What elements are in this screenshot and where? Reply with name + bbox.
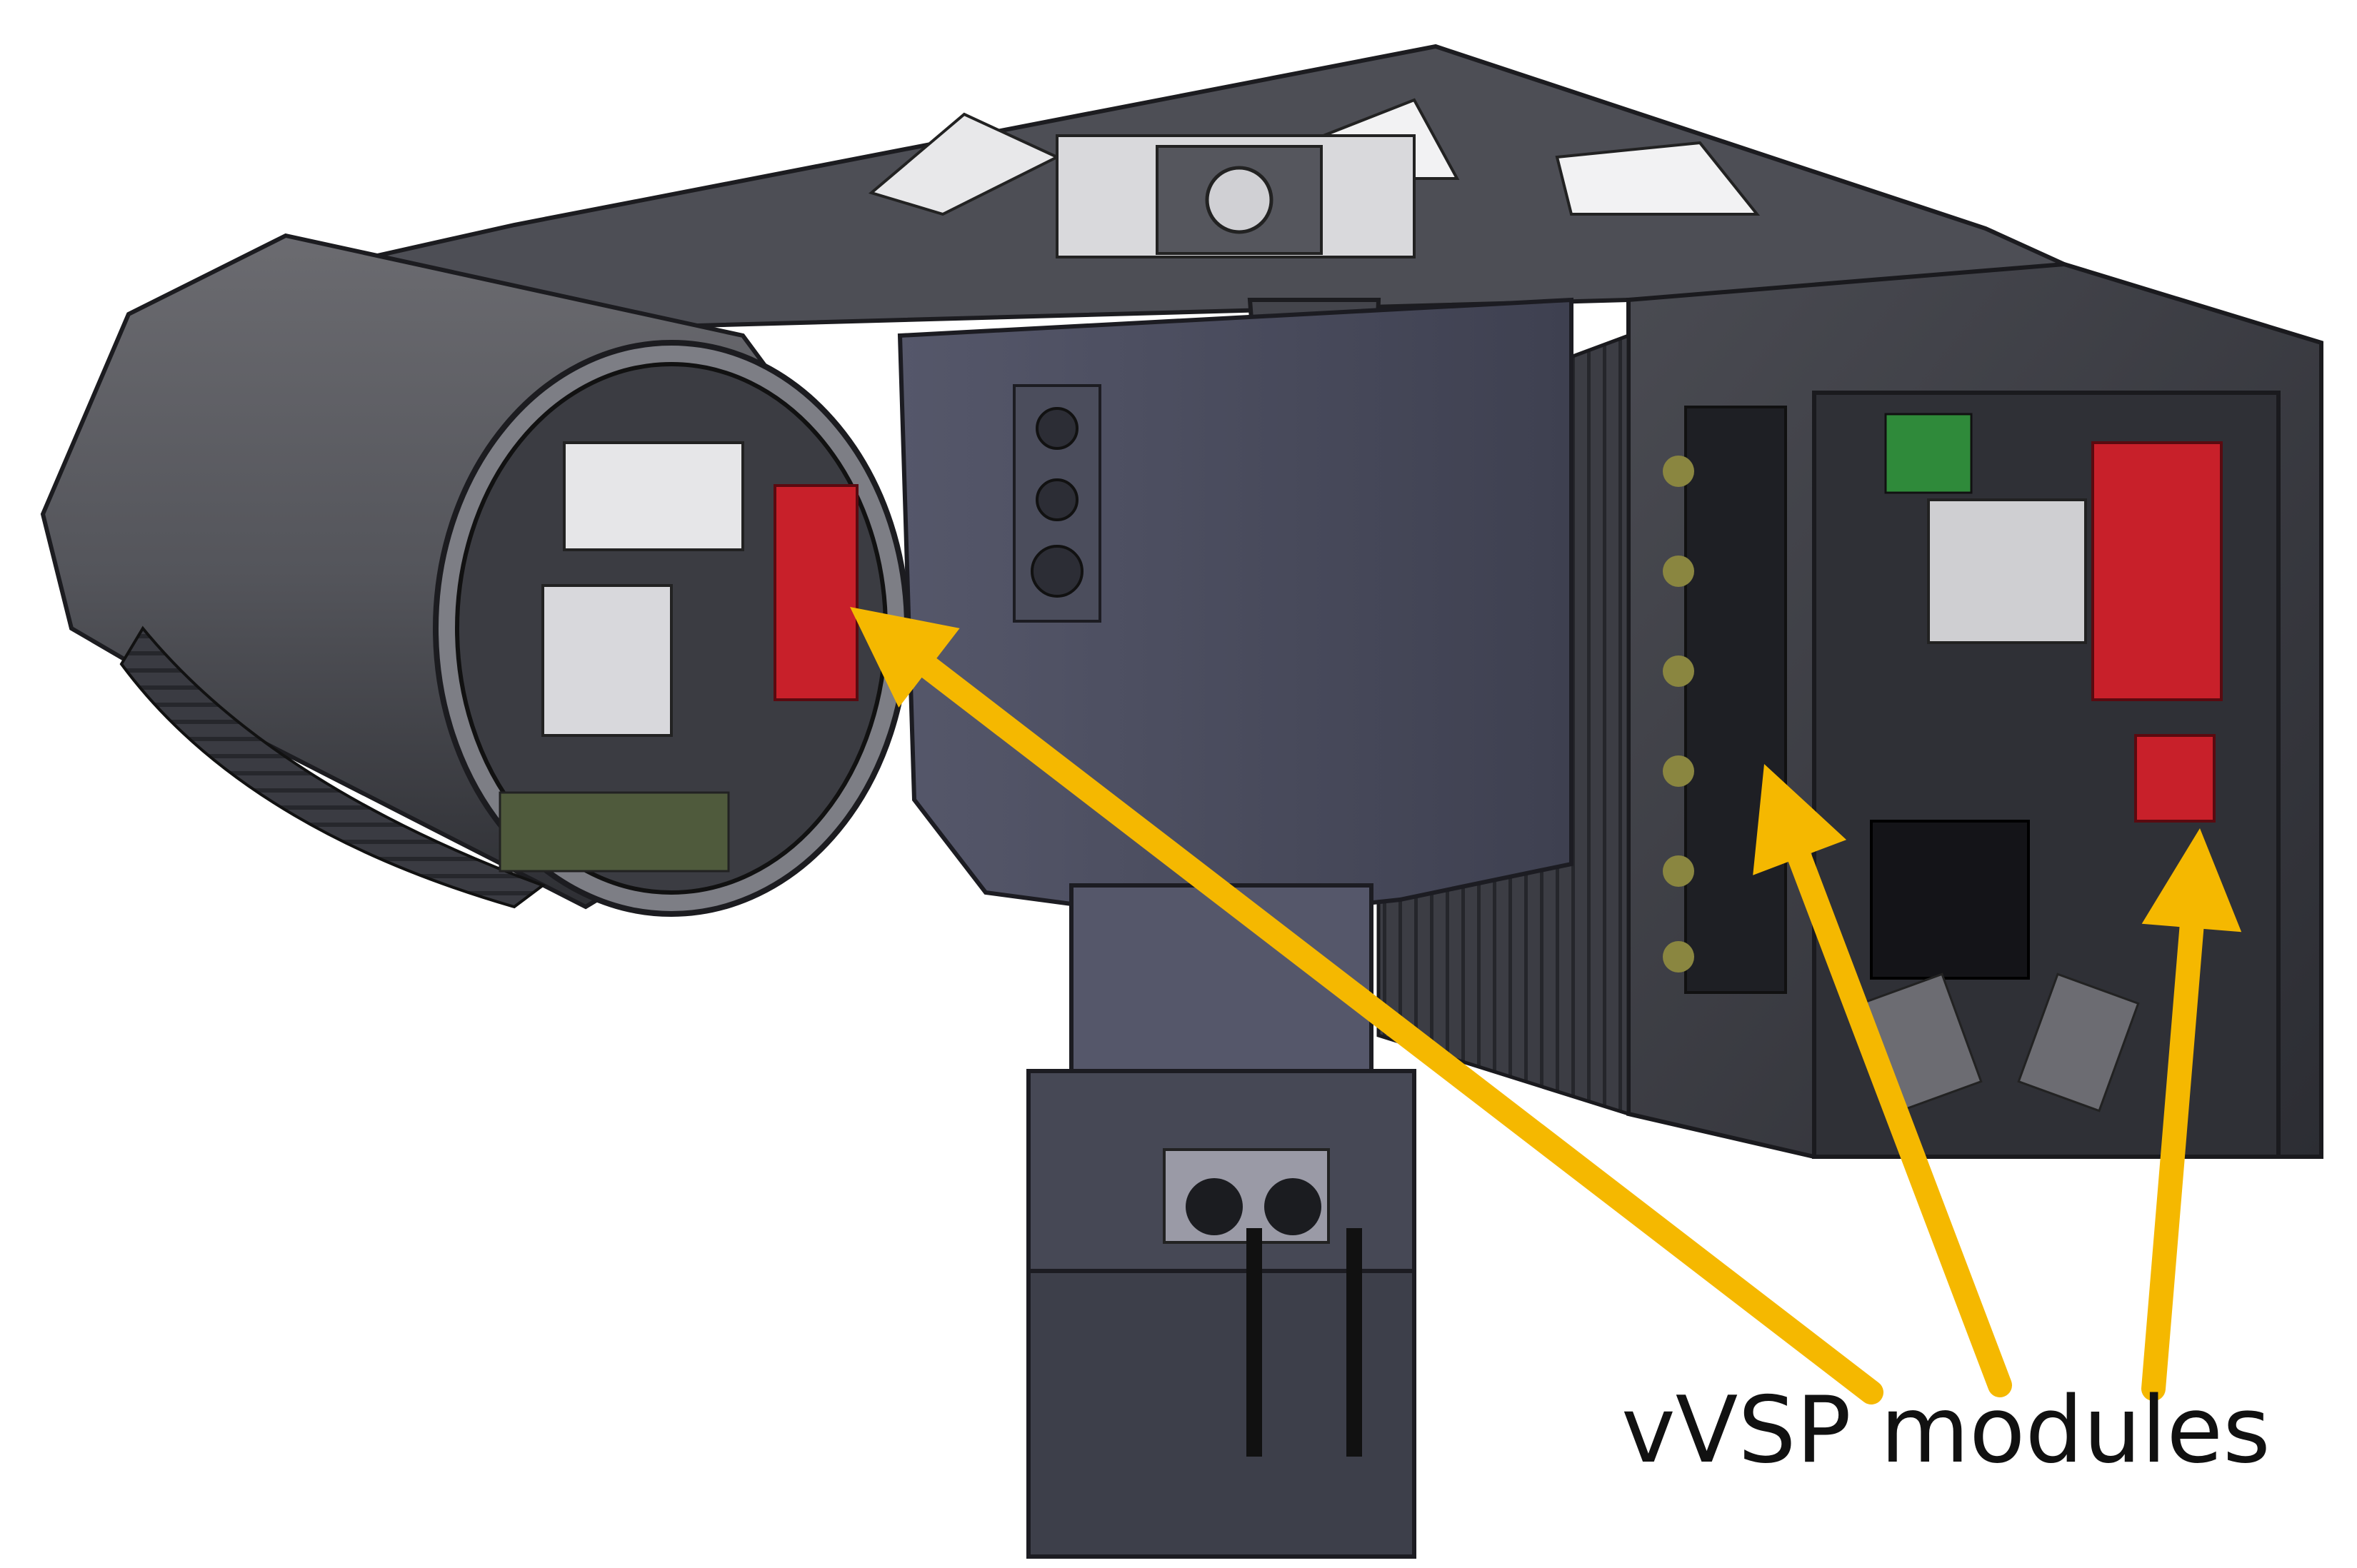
vvsp-module-right-board	[2091, 441, 2223, 701]
arrow-to-side-module-shaft	[1787, 845, 2012, 1397]
callout-arrows	[850, 607, 2242, 1404]
arrow-to-side-module-head	[1753, 764, 1847, 875]
arrow-to-camera-module-head	[850, 607, 960, 708]
vvsp-module-left-board	[774, 484, 859, 701]
arrow-to-rear-module-head	[2141, 828, 2242, 933]
callout-label: vVSP modules	[1621, 1377, 2271, 1484]
arrow-to-rear-module-shaft	[2141, 915, 2204, 1401]
arrow-to-camera-module-shaft	[916, 655, 1883, 1404]
camera-housing	[40, 233, 910, 917]
